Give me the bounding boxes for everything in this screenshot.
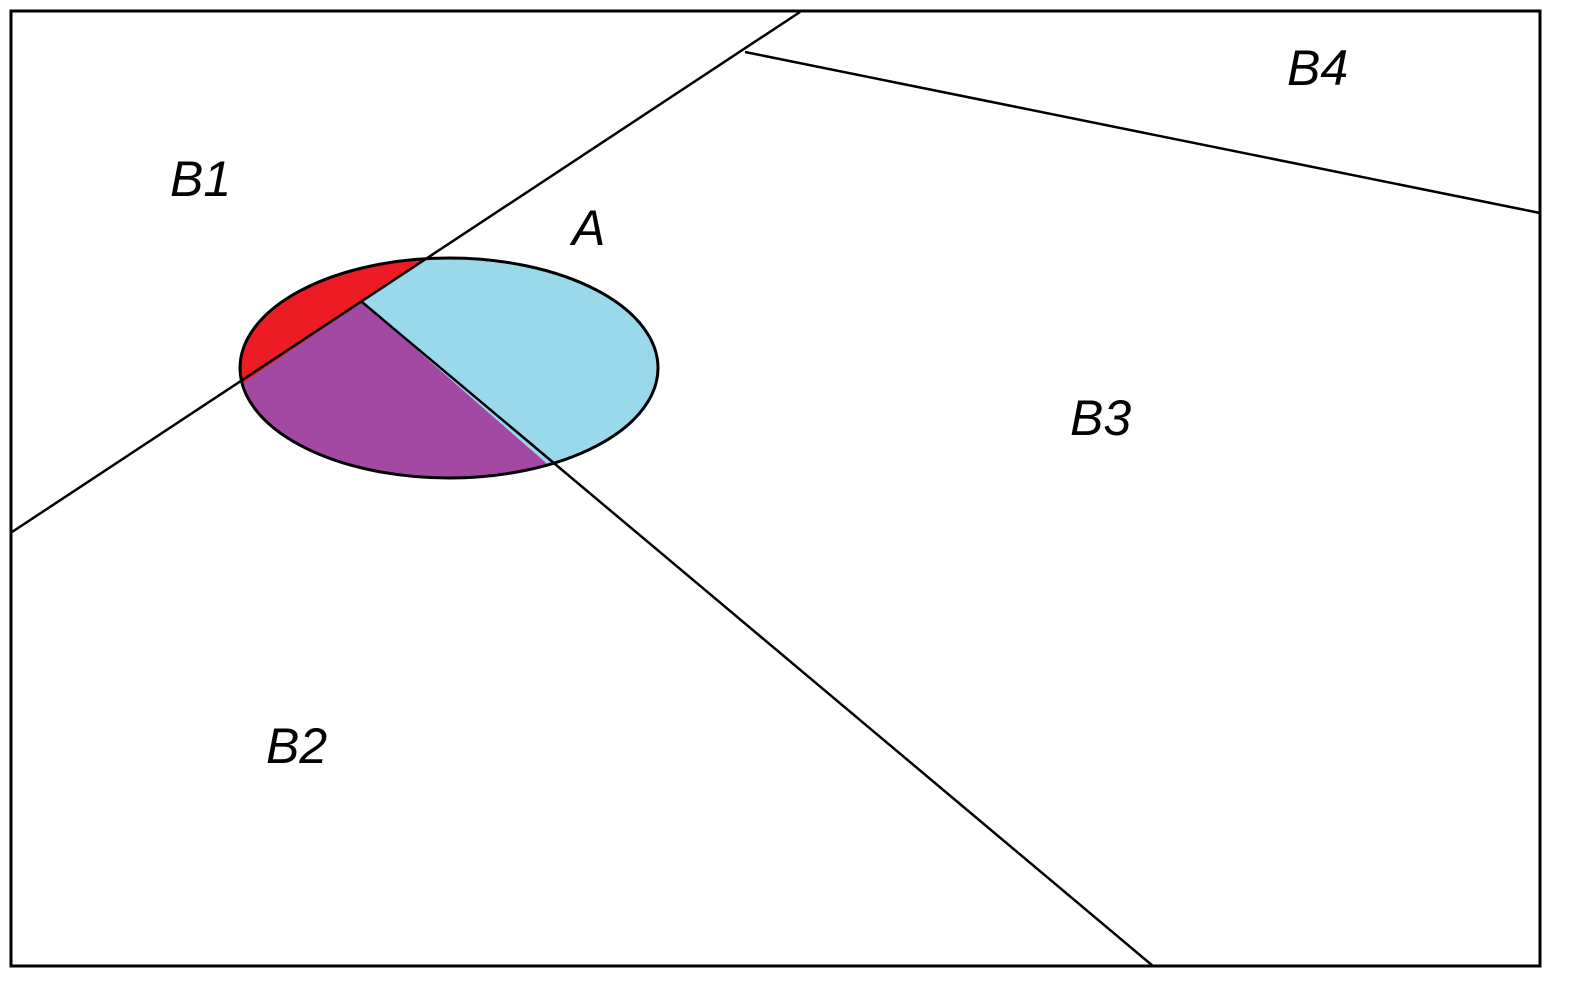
label-a: A [569, 200, 605, 256]
label-b3: B3 [1070, 390, 1131, 446]
sample-space-frame [9, 9, 1542, 968]
a-intersect-b1-region-core [240, 258, 658, 478]
label-b4: B4 [1287, 40, 1348, 96]
partition-line-b1-boundary [11, 10, 801, 534]
a-intersect-b3-region-core [362, 258, 658, 478]
label-b1: B1 [170, 151, 231, 207]
label-b2: B2 [266, 718, 327, 774]
event-a-ellipse [238, 256, 660, 480]
a-intersect-b3-region [362, 258, 658, 478]
partition-line-b2-b3-boundary [361, 301, 1154, 967]
partition-line-b4-boundary [744, 50, 1541, 215]
